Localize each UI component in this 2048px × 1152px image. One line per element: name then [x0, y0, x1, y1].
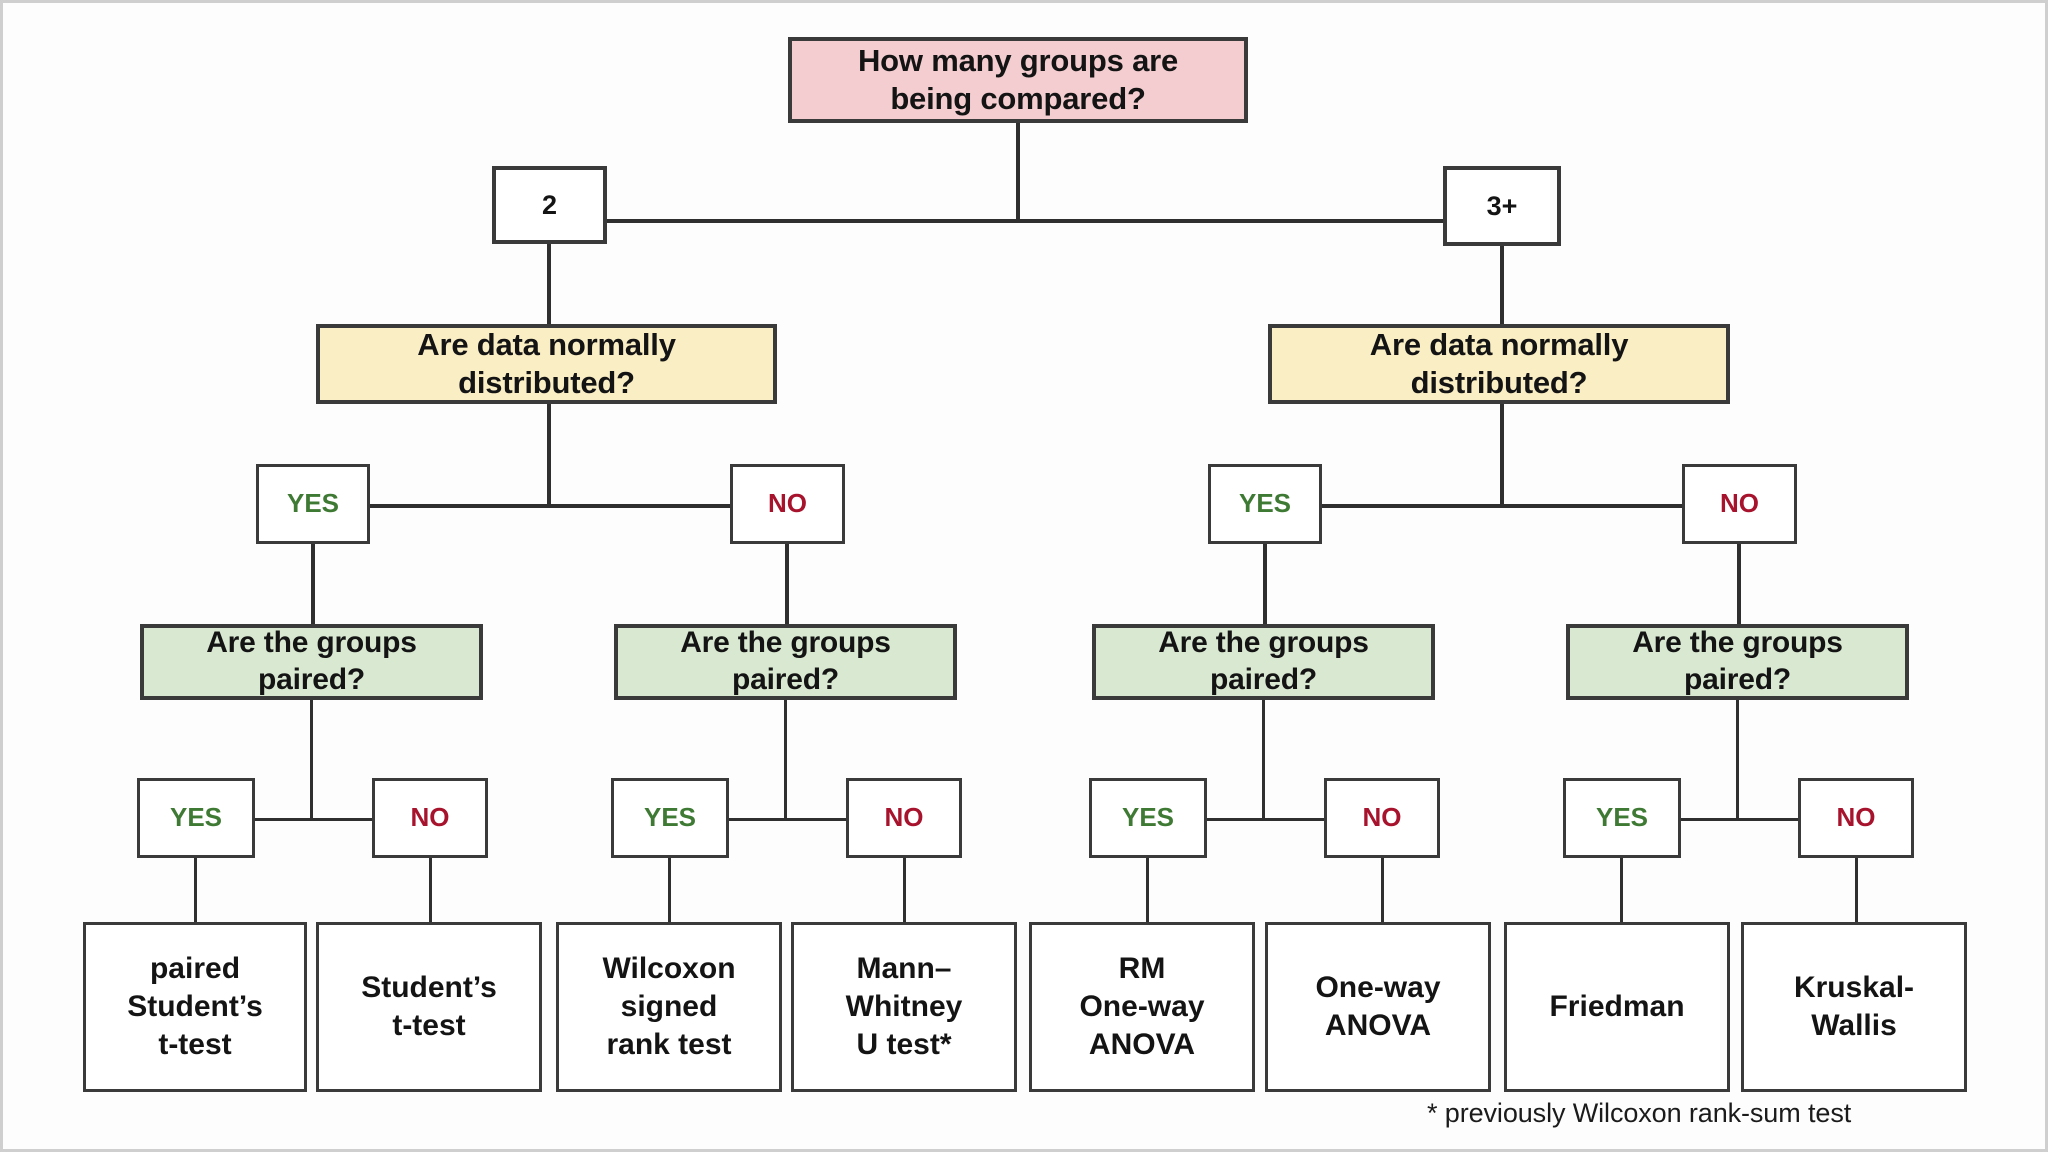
- connector-yes-left-to-paired: [311, 544, 315, 624]
- paired-yes-label-1: YES: [169, 802, 223, 833]
- result-box-rm-one-way-anova: RM One-way ANOVA: [1029, 922, 1255, 1092]
- connector-no-left-to-paired: [785, 544, 789, 624]
- paired-yes-box-3: YES: [1089, 778, 1207, 858]
- root-question-box: How many groups are being compared?: [788, 37, 1248, 123]
- normality-yes-label-left: YES: [286, 488, 340, 519]
- paired-no-label-2: NO: [884, 802, 924, 833]
- connector-paired1-stem: [310, 700, 313, 820]
- paired-question-box-2: Are the groups paired?: [614, 624, 957, 700]
- connector-level3-bus-right: [1321, 504, 1683, 508]
- paired-question-box-1: Are the groups paired?: [140, 624, 483, 700]
- connector-yes-right-to-paired: [1263, 544, 1267, 624]
- paired-no-box-3: NO: [1324, 778, 1440, 858]
- connector-level5-bus-3: [1148, 818, 1383, 821]
- paired-question-label-3: Are the groups paired?: [1158, 626, 1369, 696]
- paired-no-box-1: NO: [372, 778, 488, 858]
- normality-question-box-right: Are data normally distributed?: [1268, 324, 1730, 404]
- connector-result-stem-7: [1620, 858, 1623, 924]
- result-label-one-way-anova: One-way ANOVA: [1315, 971, 1441, 1042]
- paired-no-label-1: NO: [410, 802, 450, 833]
- normality-yes-box-right: YES: [1208, 464, 1322, 544]
- paired-yes-box-4: YES: [1563, 778, 1681, 858]
- paired-no-label-3: NO: [1362, 802, 1402, 833]
- connector-2-to-normality: [547, 244, 551, 324]
- root-question-label: How many groups are being compared?: [857, 43, 1179, 116]
- result-label-kruskal-wallis: Kruskal- Wallis: [1793, 971, 1915, 1042]
- connector-level3-bus-left: [369, 504, 731, 508]
- paired-question-label-1: Are the groups paired?: [206, 626, 417, 696]
- paired-yes-label-2: YES: [643, 802, 697, 833]
- normality-yes-box-left: YES: [256, 464, 370, 544]
- paired-question-box-4: Are the groups paired?: [1566, 624, 1909, 700]
- footnote-text: * previously Wilcoxon rank-sum test: [1427, 1098, 1852, 1128]
- connector-level5-bus-2: [670, 818, 905, 821]
- paired-yes-box-2: YES: [611, 778, 729, 858]
- normality-no-label-right: NO: [1720, 488, 1759, 519]
- result-label-student-t-test: Student’s t-test: [361, 971, 497, 1042]
- normality-no-label-left: NO: [768, 488, 807, 519]
- result-label-paired-student-t-test: paired Student’s t-test: [127, 952, 263, 1061]
- group-count-3plus-box: 3+: [1443, 166, 1561, 246]
- normality-question-label-left: Are data normally distributed?: [417, 327, 676, 400]
- result-label-rm-one-way-anova: RM One-way ANOVA: [1079, 952, 1205, 1061]
- connector-result-stem-8: [1855, 858, 1858, 924]
- connector-result-stem-1: [194, 858, 197, 924]
- result-box-student-t-test: Student’s t-test: [316, 922, 542, 1092]
- normality-no-box-left: NO: [730, 464, 845, 544]
- connector-paired4-stem: [1736, 700, 1739, 820]
- paired-question-box-3: Are the groups paired?: [1092, 624, 1435, 700]
- connector-no-right-to-paired: [1737, 544, 1741, 624]
- connector-root-stem: [1016, 123, 1020, 221]
- paired-no-box-2: NO: [846, 778, 962, 858]
- connector-paired2-stem: [784, 700, 787, 820]
- result-box-one-way-anova: One-way ANOVA: [1265, 922, 1491, 1092]
- paired-yes-label-3: YES: [1121, 802, 1175, 833]
- normality-question-label-right: Are data normally distributed?: [1369, 327, 1629, 400]
- connector-result-stem-2: [429, 858, 432, 924]
- group-count-2-label: 2: [541, 189, 558, 220]
- normality-yes-label-right: YES: [1238, 488, 1292, 519]
- normality-question-box-left: Are data normally distributed?: [316, 324, 777, 404]
- connector-level5-bus-1: [196, 818, 431, 821]
- paired-yes-label-4: YES: [1595, 802, 1649, 833]
- connector-result-stem-4: [903, 858, 906, 924]
- result-label-wilcoxon-signed-rank-test: Wilcoxon signed rank test: [602, 952, 736, 1061]
- connector-result-stem-6: [1381, 858, 1384, 924]
- connector-paired3-stem: [1262, 700, 1265, 820]
- result-label-friedman: Friedman: [1549, 990, 1685, 1024]
- connector-3plus-to-normality: [1500, 246, 1504, 324]
- paired-question-label-2: Are the groups paired?: [680, 626, 891, 696]
- result-box-paired-student-t-test: paired Student’s t-test: [83, 922, 307, 1092]
- result-label-mann-whitney-u-test: Mann– Whitney U test*: [845, 952, 963, 1061]
- paired-no-label-4: NO: [1836, 802, 1876, 833]
- connector-level5-bus-4: [1622, 818, 1857, 821]
- result-box-wilcoxon-signed-rank-test: Wilcoxon signed rank test: [556, 922, 782, 1092]
- connector-normality-right-stem: [1500, 404, 1504, 506]
- paired-question-label-4: Are the groups paired?: [1632, 626, 1843, 696]
- connector-result-stem-3: [668, 858, 671, 924]
- group-count-3plus-label: 3+: [1486, 190, 1518, 221]
- result-box-mann-whitney-u-test: Mann– Whitney U test*: [791, 922, 1017, 1092]
- normality-no-box-right: NO: [1682, 464, 1797, 544]
- result-box-kruskal-wallis: Kruskal- Wallis: [1741, 922, 1967, 1092]
- paired-no-box-4: NO: [1798, 778, 1914, 858]
- group-count-2-box: 2: [492, 166, 607, 244]
- connector-normality-left-stem: [547, 404, 551, 506]
- paired-yes-box-1: YES: [137, 778, 255, 858]
- connector-result-stem-5: [1146, 858, 1149, 924]
- connector-level0-bus: [607, 219, 1445, 223]
- result-box-friedman: Friedman: [1504, 922, 1730, 1092]
